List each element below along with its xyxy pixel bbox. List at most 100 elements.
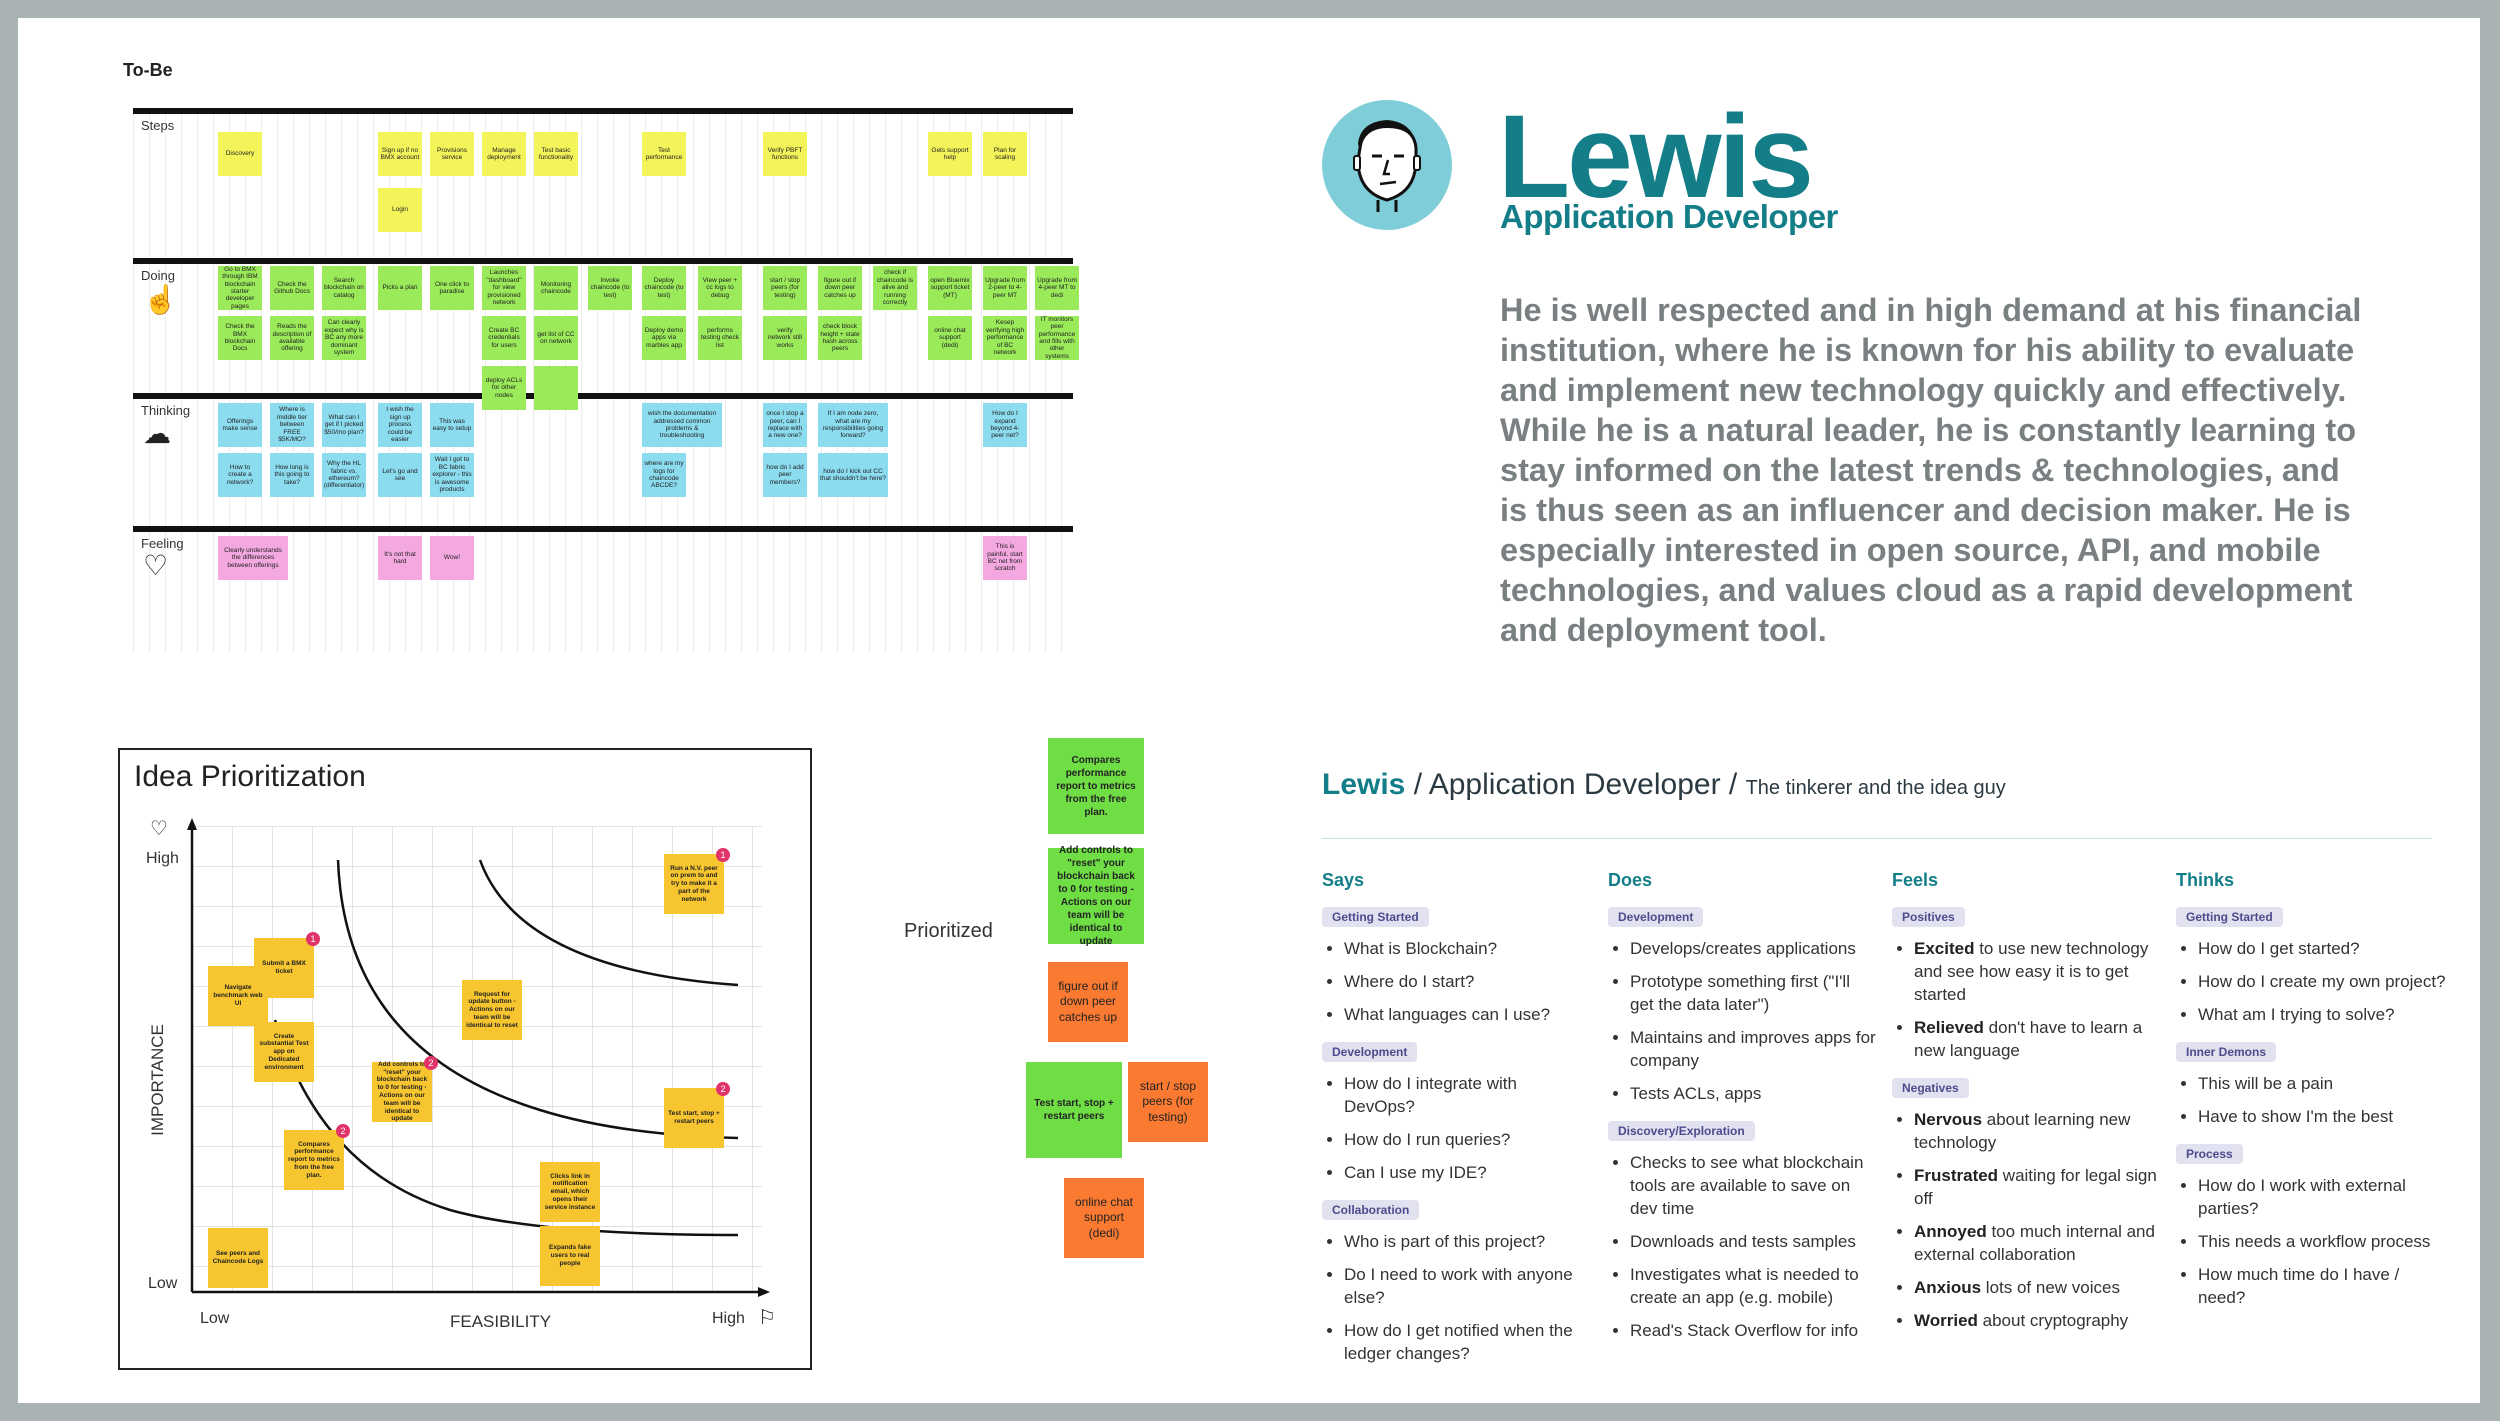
doing-sticky[interactable]: start / stop peers (for testing)	[763, 266, 807, 310]
doing-sticky[interactable]: Launches "dashboard" for view provisione…	[482, 266, 526, 310]
prioritized-sticky[interactable]: Test start, stop + restart peers	[1026, 1062, 1122, 1158]
idea-sticky[interactable]: Request for update button - Actions on o…	[462, 980, 522, 1040]
step-sticky[interactable]: Provisions service	[430, 132, 474, 176]
thinking-sticky[interactable]: Why the HL fabric vs. ethereum? (differe…	[322, 453, 366, 497]
doing-sticky[interactable]: One click to paradise	[430, 266, 474, 310]
doing-sticky-blank[interactable]	[534, 366, 578, 410]
doing-sticky[interactable]: Reads the description of available offer…	[270, 316, 314, 360]
thinking-sticky[interactable]: Where is middle tier between FREE $5K/MO…	[270, 403, 314, 447]
doing-sticky[interactable]: Can clearly expect why is BC any more do…	[322, 316, 366, 360]
category-pill: Positives	[1892, 907, 1965, 927]
doing-sticky[interactable]: Create BC credentials for users	[482, 316, 526, 360]
lane-divider	[133, 108, 1073, 114]
category-pill: Inner Demons	[2176, 1042, 2277, 1062]
step-sticky[interactable]: Plan for scaling	[983, 132, 1027, 176]
prioritized-sticky[interactable]: Add controls to "reset" your blockchain …	[1048, 845, 1144, 947]
step-sticky[interactable]: Verify PBFT functions	[763, 132, 807, 176]
thinking-sticky[interactable]: How long is this going to take?	[270, 453, 314, 497]
thinking-sticky[interactable]: If I am node zero, what are my responsib…	[818, 403, 888, 447]
column-heading: Feels	[1892, 870, 1939, 890]
doing-sticky[interactable]: Deploy demo apps via marbles app	[642, 316, 686, 360]
thinking-sticky[interactable]: wish the documentation addressed common …	[642, 403, 722, 447]
thinking-sticky[interactable]: What can I get if I picked $50/mo plan?	[322, 403, 366, 447]
feeling-sticky[interactable]: This is painful, start BC net from scrat…	[983, 536, 1027, 580]
doing-sticky[interactable]: verify network still works	[763, 316, 807, 360]
axes-and-curves	[187, 818, 770, 1297]
thinking-sticky[interactable]: How do I expand beyond 4-peer net?	[983, 403, 1027, 447]
journey-board: Steps Doing ☝ Thinking ☁ Feeling ♡ Disco…	[133, 108, 1079, 653]
doing-sticky[interactable]: check block height + state hash across p…	[818, 316, 862, 360]
does-column: Does Development Develops/creates applic…	[1608, 870, 1878, 1352]
list-item: Prototype something first ("I'll get the…	[1630, 970, 1878, 1016]
prioritized-sticky[interactable]: figure out if down peer catches up	[1048, 962, 1128, 1042]
doing-sticky[interactable]: Upgrade from 4-peer MT to dedi	[1035, 266, 1079, 310]
thinking-sticky[interactable]: How to create a network?	[218, 453, 262, 497]
doing-sticky[interactable]: figure out if down peer catches up	[818, 266, 862, 310]
doing-sticky[interactable]: Invoke chaincode (to test)	[588, 266, 632, 310]
doing-sticky[interactable]: View peer + cc logs to debug	[698, 266, 742, 310]
vote-badge: 2	[716, 1082, 730, 1096]
doing-sticky[interactable]: check if chaincode is alive and running …	[873, 266, 917, 310]
idea-sticky[interactable]: Clicks link in notification email, which…	[540, 1162, 600, 1222]
step-sticky[interactable]: Login	[378, 188, 422, 232]
lane-label-thinking: Thinking	[141, 403, 191, 418]
persona-bio: He is well respected and in high demand …	[1500, 292, 2362, 648]
step-sticky[interactable]: Discovery	[218, 132, 262, 176]
thinking-sticky[interactable]: Let's go and see	[378, 453, 422, 497]
doing-sticky[interactable]: Search blockchain on catalog	[322, 266, 366, 310]
idea-sticky[interactable]: Expands fake users to real people	[540, 1226, 600, 1286]
idea-sticky[interactable]: Add controls to "reset" your blockchain …	[372, 1061, 432, 1122]
step-sticky[interactable]: Manage deployment	[482, 132, 526, 176]
doing-sticky[interactable]: deploy ACLs for other nodes	[482, 366, 526, 410]
list-item: Investigates what is needed to create an…	[1630, 1263, 1878, 1309]
lane-divider	[133, 526, 1073, 532]
thinking-sticky[interactable]: how do I add peer members?	[763, 453, 807, 497]
idea-sticky[interactable]: Run a N.V. peer on prem to and try to ma…	[664, 854, 724, 914]
idea-sticky[interactable]: See peers and Chaincode Logs	[208, 1228, 268, 1288]
feeling-sticky[interactable]: Wow!	[430, 536, 474, 580]
doing-sticky[interactable]: Go to BMX through IBM blockchain starter…	[218, 266, 262, 310]
lane-divider	[133, 393, 1073, 399]
doing-sticky[interactable]: get list of CC on network	[534, 316, 578, 360]
list-item: Worried about cryptography	[1914, 1309, 2162, 1332]
vote-badge: 2	[424, 1056, 438, 1070]
thinking-sticky[interactable]: I wish the sign up process could be easi…	[378, 403, 422, 447]
doing-sticky[interactable]: Monitoring chaincode	[534, 266, 578, 310]
list-item: Develops/creates applications	[1630, 937, 1878, 960]
doing-sticky[interactable]: performs testing check list	[698, 316, 742, 360]
step-sticky[interactable]: Sign up if no BMX account	[378, 132, 422, 176]
lane-label-steps: Steps	[141, 118, 175, 133]
doing-sticky[interactable]: Check the BMX blockchain Docs	[218, 316, 262, 360]
thinking-sticky[interactable]: where are my logs for chaincode ABCDE?	[642, 453, 686, 497]
prioritized-sticky[interactable]: start / stop peers (for testing)	[1128, 1062, 1208, 1142]
step-sticky[interactable]: Gets support help	[928, 132, 972, 176]
feeling-sticky[interactable]: Clearly understands the differences betw…	[218, 536, 288, 580]
doing-sticky[interactable]: Picks a plan	[378, 266, 422, 310]
prioritized-sticky[interactable]: online chat support (dedi)	[1064, 1178, 1144, 1258]
idea-sticky[interactable]: Create substantial Test app on Dedicated…	[254, 1022, 314, 1082]
thinking-sticky[interactable]: This was easy to setup	[430, 403, 474, 447]
idea-sticky[interactable]: Compares performance report to metrics f…	[284, 1130, 344, 1190]
idea-sticky[interactable]: Test start, stop + restart peers	[664, 1088, 724, 1148]
doing-sticky[interactable]: open Bluemix support ticket (MT)	[928, 266, 972, 310]
doing-sticky[interactable]: Kesep verifying high performance of BC n…	[983, 316, 1027, 360]
thinking-sticky[interactable]: Wait I got to BC fabric explorer - this …	[430, 453, 474, 497]
doing-sticky[interactable]: online chat support (dedi)	[928, 316, 972, 360]
thinking-sticky[interactable]: Offerings make sense	[218, 403, 262, 447]
prioritized-sticky[interactable]: Compares performance report to metrics f…	[1048, 738, 1144, 834]
list-item: Can I use my IDE?	[1344, 1161, 1592, 1184]
detail-name: Lewis	[1322, 768, 1406, 801]
idea-sticky[interactable]: Navigate benchmark web UI	[208, 966, 268, 1026]
doing-sticky[interactable]: Deploy chaincode (to test)	[642, 266, 686, 310]
list-item: What languages can I use?	[1344, 1003, 1592, 1026]
doing-sticky[interactable]: IT monitors peer performance and fills w…	[1035, 316, 1079, 360]
doing-sticky[interactable]: Upgrade from 2-peer to 4-peer MT	[983, 266, 1027, 310]
thinking-sticky[interactable]: once I stop a peer, can I replace with a…	[763, 403, 807, 447]
step-sticky[interactable]: Test basic functionality	[534, 132, 578, 176]
step-sticky[interactable]: Test performance	[642, 132, 686, 176]
list-item: How do I integrate with DevOps?	[1344, 1072, 1592, 1118]
feeling-sticky[interactable]: It's not that hard	[378, 536, 422, 580]
doing-sticky[interactable]: Check the Github Docs	[270, 266, 314, 310]
list-item: Relieved don't have to learn a new langu…	[1914, 1016, 2162, 1062]
thinking-sticky[interactable]: how do I kick out CC that shouldn't be h…	[818, 453, 888, 497]
